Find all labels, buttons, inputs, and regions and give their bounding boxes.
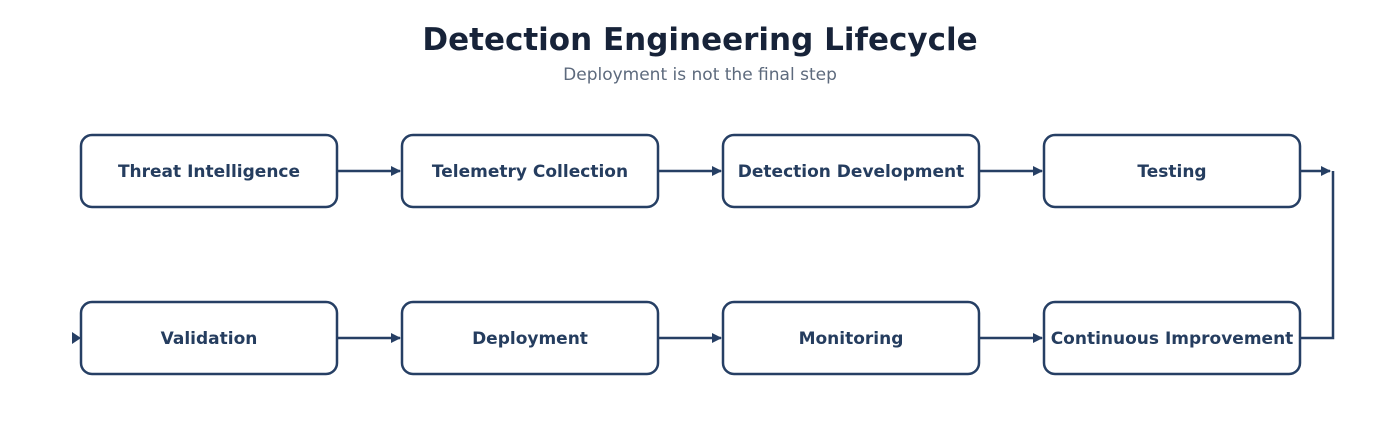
step-label-detection-development: Detection Development [738,162,964,182]
step-label-threat-intelligence: Threat Intelligence [118,162,300,182]
connector-validation-entry-arrow [72,332,81,344]
step-node-validation: Validation [79,300,339,376]
step-label-validation: Validation [161,329,258,349]
connector-right-loop [1301,171,1335,340]
diagram-title: Detection Engineering Lifecycle [422,22,978,58]
step-node-threat-intelligence: Threat Intelligence [79,133,339,209]
step-label-continuous-improvement: Continuous Improvement [1051,329,1294,349]
diagram-subtitle: Deployment is not the final step [563,65,837,85]
step-node-monitoring: Monitoring [721,300,981,376]
step-label-telemetry-collection: Telemetry Collection [432,162,628,182]
step-label-testing: Testing [1137,162,1206,182]
step-node-detection-development: Detection Development [721,133,981,209]
step-label-monitoring: Monitoring [799,329,904,349]
step-node-continuous-improvement: Continuous Improvement [1042,300,1302,376]
step-node-deployment: Deployment [400,300,660,376]
step-node-telemetry-collection: Telemetry Collection [400,133,660,209]
step-node-testing: Testing [1042,133,1302,209]
step-label-deployment: Deployment [472,329,588,349]
